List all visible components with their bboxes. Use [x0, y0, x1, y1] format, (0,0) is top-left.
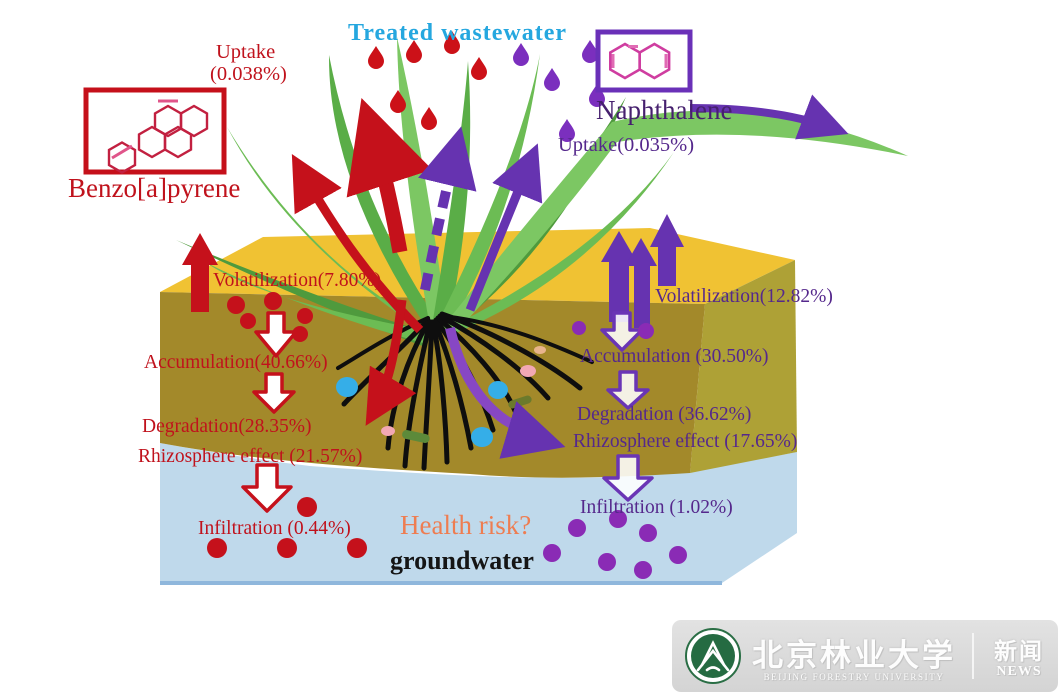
red-process-arrows: [241, 311, 298, 513]
nap-infiltration-label: Infiltration (1.02%): [580, 497, 733, 518]
nap-rhizosphere-label: Rhizosphere effect (17.65%): [573, 431, 798, 452]
nap-uptake-value: Uptake(0.035%): [558, 134, 695, 156]
naphthalene-name: Naphthalene: [596, 95, 733, 125]
purple-uptake-arrows: [418, 94, 849, 459]
bap-volatilization-label: Volatilization(7.80%): [213, 270, 382, 291]
red-contaminant-dots: [207, 292, 367, 558]
bap-uptake-value: (0.038%): [210, 63, 287, 85]
health-risk-label: Health risk?: [400, 510, 532, 540]
watermark-divider: [972, 633, 974, 679]
bap-degradation-label: Degradation(28.35%): [142, 416, 312, 437]
red-volatilization-arrow: [182, 233, 218, 312]
news-label-cn: 新闻: [994, 639, 1044, 664]
naphthalene-structure: [595, 29, 693, 93]
treated-wastewater-title: Treated wastewater: [348, 20, 568, 46]
bap-rhizosphere-label: Rhizosphere effect (21.57%): [138, 446, 363, 467]
purple-process-arrows: [600, 311, 654, 502]
benzoapyrene-structure: [83, 87, 227, 175]
nap-volatilization-label: Volatilization(12.82%): [655, 286, 833, 307]
benzoapyrene-name: Benzo[a]pyrene: [68, 173, 241, 203]
nap-accumulation-label: Accumulation (30.50%): [580, 346, 769, 367]
university-logo-icon: [685, 628, 741, 684]
purple-contaminant-dots: [543, 321, 687, 579]
university-name-en: BEIJING FORESTRY UNIVERSITY: [763, 672, 945, 682]
bap-uptake-label: Uptake: [216, 41, 276, 63]
news-label-en: NEWS: [996, 664, 1042, 679]
bap-accumulation-label: Accumulation(40.66%): [144, 352, 328, 373]
purple-volatilization-arrows: [601, 214, 684, 328]
groundwater-label: groundwater: [390, 546, 534, 575]
university-name-cn: 北京林业大学: [752, 638, 956, 673]
red-uptake-arrows: [291, 98, 433, 426]
nap-degradation-label: Degradation (36.62%): [577, 404, 752, 425]
bap-infiltration-label: Infiltration (0.44%): [198, 518, 351, 539]
news-watermark-banner: 北京林业大学 BEIJING FORESTRY UNIVERSITY 新闻 NE…: [672, 620, 1058, 692]
